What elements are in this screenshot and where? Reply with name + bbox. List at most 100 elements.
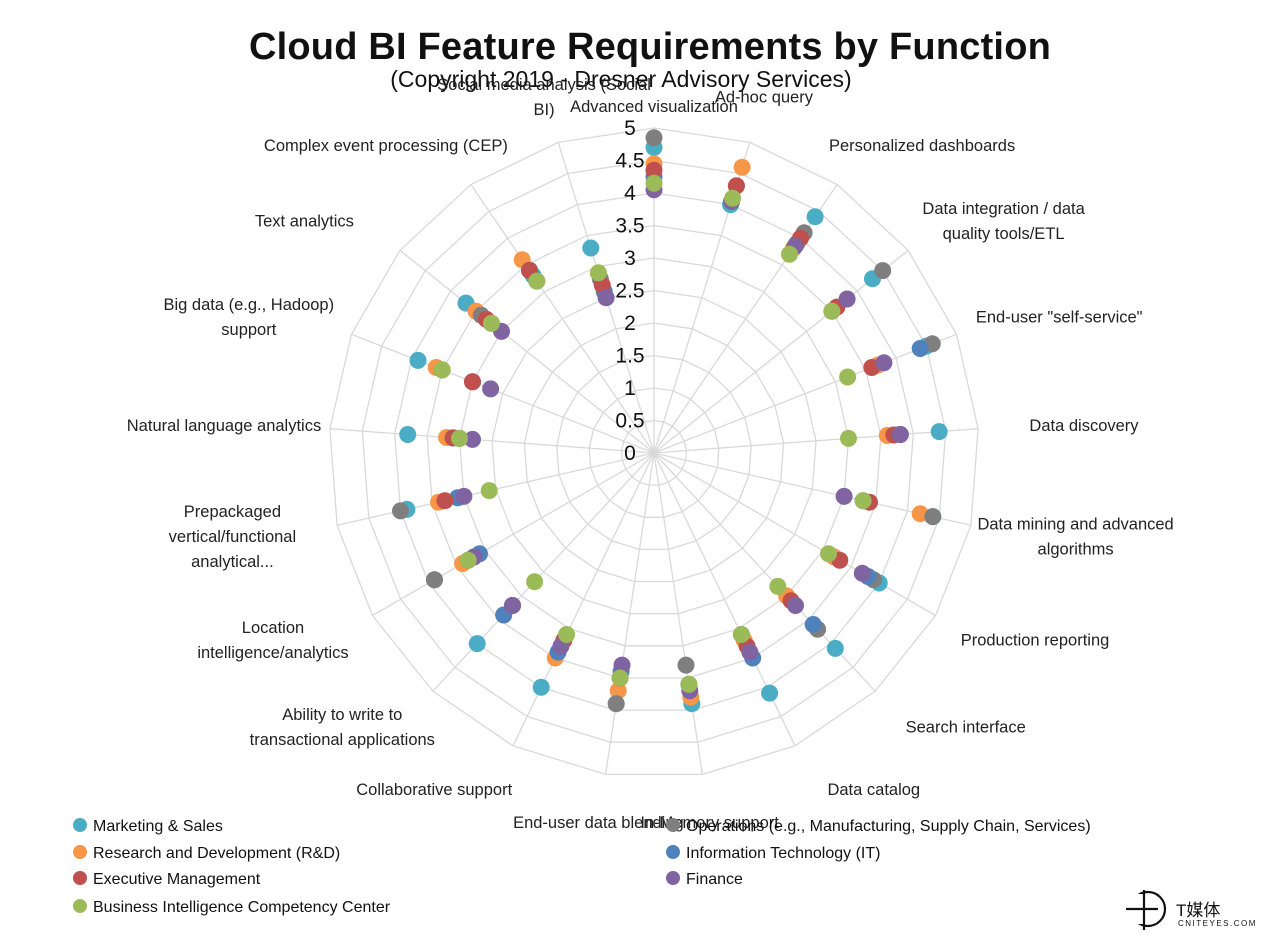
tick-label: 5: [624, 117, 636, 140]
data-point: [853, 564, 871, 582]
data-point: [732, 626, 750, 643]
legend-marker: [666, 870, 680, 885]
data-point: [875, 354, 893, 372]
data-point: [589, 264, 607, 282]
data-point: [558, 626, 576, 643]
legend-label: Research and Development (R&D): [93, 845, 341, 862]
data-point: [820, 545, 837, 563]
data-point: [680, 675, 698, 693]
data-points: [392, 129, 948, 713]
data-point: [645, 174, 663, 192]
grid-ring: [588, 387, 720, 518]
grid-ring: [458, 257, 850, 647]
category-label: Collaborative support: [356, 781, 512, 799]
category-label: Data catalog: [827, 781, 920, 799]
category-label: BI): [534, 101, 555, 119]
legend-label: Information Technology (IT): [686, 845, 881, 862]
legend-marker: [73, 817, 87, 832]
grid-ring: [426, 224, 882, 679]
legend-label: Executive Management: [93, 871, 261, 888]
category-label: End-user data blending: [513, 814, 684, 832]
data-point: [839, 368, 857, 386]
data-point: [724, 189, 742, 207]
data-point: [613, 656, 631, 674]
grid-spoke: [604, 452, 655, 775]
tick-label: 4: [624, 182, 636, 205]
grid-ring: [620, 419, 688, 486]
grid-spoke: [432, 452, 655, 692]
legend-item: Business Intelligence Competency Center: [73, 895, 390, 921]
data-point: [436, 492, 454, 510]
legend-item: Operations (e.g., Manufacturing, Supply …: [666, 814, 1091, 840]
legend-item: Marketing & Sales: [73, 814, 223, 840]
category-label: Advanced visualization: [570, 98, 738, 116]
data-point: [409, 351, 427, 369]
data-point: [835, 487, 853, 505]
data-point: [528, 272, 546, 290]
data-point: [609, 682, 627, 700]
category-label: algorithms: [1038, 541, 1114, 559]
radar-grid: [329, 127, 979, 776]
data-point: [826, 639, 844, 657]
data-point: [838, 290, 856, 308]
grid-spoke: [470, 184, 655, 454]
data-point: [930, 423, 948, 441]
category-label: quality tools/ETL: [943, 225, 1065, 243]
grid-spoke: [399, 249, 655, 454]
category-label: transactional applications: [250, 731, 435, 749]
grid-ring: [394, 192, 914, 711]
data-point: [433, 361, 451, 379]
legend-label: Business Intelligence Competency Center: [93, 899, 391, 916]
data-point: [781, 245, 798, 263]
chart-title: Cloud BI Feature Requirements by Functio…: [248, 26, 1052, 68]
data-point: [392, 502, 409, 520]
data-point: [482, 314, 500, 332]
data-point: [464, 430, 481, 448]
category-label: analytical...: [191, 553, 274, 571]
data-point: [468, 635, 486, 653]
data-point: [854, 492, 872, 510]
legend-marker: [73, 844, 87, 859]
data-point: [733, 158, 751, 176]
data-point: [924, 508, 942, 526]
tick-label: 1: [624, 377, 636, 400]
data-point: [426, 571, 443, 589]
grid-ring: [523, 322, 785, 583]
grid-spoke: [653, 452, 704, 775]
data-point: [804, 616, 822, 633]
grid-spoke: [372, 452, 655, 617]
category-label: support: [221, 321, 276, 339]
legend-item: Finance: [666, 867, 743, 893]
series-points: [433, 174, 872, 693]
data-point: [526, 573, 544, 591]
grid-spoke: [329, 428, 655, 454]
category-label: Data integration / data: [922, 200, 1085, 218]
grid-spoke: [653, 428, 979, 454]
data-point: [399, 426, 417, 443]
logo-site: CNITEYES.COM: [1178, 919, 1257, 928]
tick-label: 2.5: [615, 280, 644, 303]
category-label: Data discovery: [1029, 417, 1139, 435]
data-point: [741, 643, 759, 661]
category-label: Search interface: [906, 718, 1026, 736]
data-point: [823, 302, 841, 320]
category-label: Natural language analytics: [127, 417, 321, 435]
data-point: [482, 380, 500, 398]
category-label: Text analytics: [255, 212, 354, 230]
radial-tick-labels: 00.511.522.533.544.55: [615, 117, 644, 465]
legend-marker: [73, 898, 87, 913]
data-point: [459, 551, 477, 569]
data-point: [532, 678, 550, 696]
data-point: [761, 684, 779, 702]
data-point: [911, 340, 929, 357]
data-point: [769, 577, 787, 595]
grid-ring: [361, 159, 947, 743]
grid-ring: [556, 354, 752, 551]
grid-spoke: [512, 452, 655, 747]
tick-label: 3: [624, 247, 636, 270]
legend-label: Operations (e.g., Manufacturing, Supply …: [686, 818, 1091, 835]
data-point: [597, 289, 615, 307]
series-points: [392, 129, 942, 713]
